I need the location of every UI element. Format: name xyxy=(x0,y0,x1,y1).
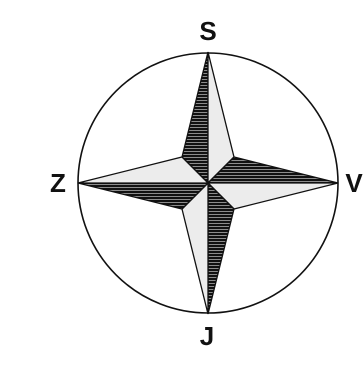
label-north: S xyxy=(199,16,216,46)
compass-star xyxy=(78,52,338,314)
label-west: Z xyxy=(50,168,66,198)
label-south: J xyxy=(200,321,214,351)
label-east: V xyxy=(345,168,363,198)
